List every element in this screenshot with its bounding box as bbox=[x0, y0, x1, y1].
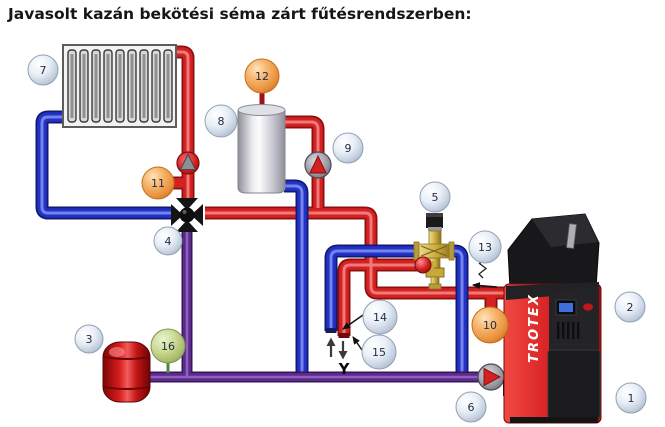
hopper-handle bbox=[566, 223, 577, 249]
marker-number: 4 bbox=[165, 235, 172, 248]
pump-tank-circuit bbox=[304, 151, 332, 179]
pump-boiler-circuit bbox=[477, 363, 505, 391]
boiler: TROTEX bbox=[503, 213, 602, 424]
boiler-hopper bbox=[507, 213, 600, 290]
component-marker-11: 11 bbox=[141, 166, 175, 200]
drain-symbol: Y bbox=[338, 360, 351, 378]
marker-number: 13 bbox=[478, 241, 492, 254]
mixing-valve-4way bbox=[171, 198, 203, 232]
component-marker-10: 10 bbox=[471, 306, 509, 344]
marker-number: 14 bbox=[373, 311, 387, 324]
cold-pipes bbox=[35, 110, 469, 372]
component-marker-6: 6 bbox=[455, 391, 487, 423]
expansion-tank bbox=[102, 341, 151, 403]
component-marker-7: 7 bbox=[27, 54, 59, 86]
component-marker-9: 9 bbox=[332, 132, 364, 164]
cold-open-end-cap bbox=[325, 328, 337, 333]
marker-number: 1 bbox=[628, 392, 635, 405]
radiator-fins bbox=[67, 49, 173, 123]
component-marker-8: 8 bbox=[204, 104, 238, 138]
boiler-logo bbox=[583, 303, 593, 311]
marker-number: 2 bbox=[627, 301, 634, 314]
marker-number: 15 bbox=[372, 346, 386, 359]
buffer-tank bbox=[237, 104, 286, 194]
marker-number: 10 bbox=[483, 319, 497, 332]
callout-14 bbox=[342, 314, 364, 330]
boiler-vents bbox=[557, 322, 580, 339]
thermostatic-valve bbox=[413, 213, 455, 290]
page-title: Javasolt kazán bekötési séma zárt fűtésr… bbox=[8, 5, 472, 23]
component-marker-4: 4 bbox=[153, 226, 183, 256]
component-marker-5: 5 bbox=[419, 181, 451, 213]
component-marker-16: 16 bbox=[150, 328, 186, 364]
boiler-display-screen bbox=[559, 303, 573, 312]
flow-direction-arrows: Y bbox=[326, 337, 351, 378]
component-marker-3: 3 bbox=[74, 324, 104, 354]
component-marker-14: 14 bbox=[362, 299, 398, 335]
marker-number: 9 bbox=[345, 142, 352, 155]
boiler-door bbox=[547, 349, 601, 419]
callout-13 bbox=[472, 282, 498, 290]
component-marker-15: 15 bbox=[361, 334, 397, 370]
hot-open-end-cap bbox=[338, 333, 350, 338]
marker-number: 6 bbox=[468, 401, 475, 414]
marker-number: 5 bbox=[432, 191, 439, 204]
marker-number: 16 bbox=[161, 340, 175, 353]
return-pipes bbox=[130, 229, 506, 383]
pump-radiator-circuit bbox=[176, 151, 200, 175]
component-marker-2: 2 bbox=[614, 291, 646, 323]
marker-number: 3 bbox=[86, 333, 93, 346]
boiler-base bbox=[510, 417, 598, 423]
boiler-body: TROTEX bbox=[503, 282, 602, 424]
component-marker-13: 13 bbox=[468, 230, 502, 264]
valve-red-ball bbox=[414, 256, 432, 274]
boiler-brand-label: TROTEX bbox=[527, 293, 542, 363]
component-marker-12: 12 bbox=[244, 58, 280, 94]
component-marker-1: 1 bbox=[615, 382, 647, 414]
marker-number: 7 bbox=[40, 64, 47, 77]
radiator bbox=[62, 44, 177, 128]
marker-number: 8 bbox=[218, 115, 225, 128]
marker-number: 11 bbox=[151, 177, 165, 190]
marker-number: 12 bbox=[255, 70, 269, 83]
callout-15 bbox=[352, 336, 363, 351]
